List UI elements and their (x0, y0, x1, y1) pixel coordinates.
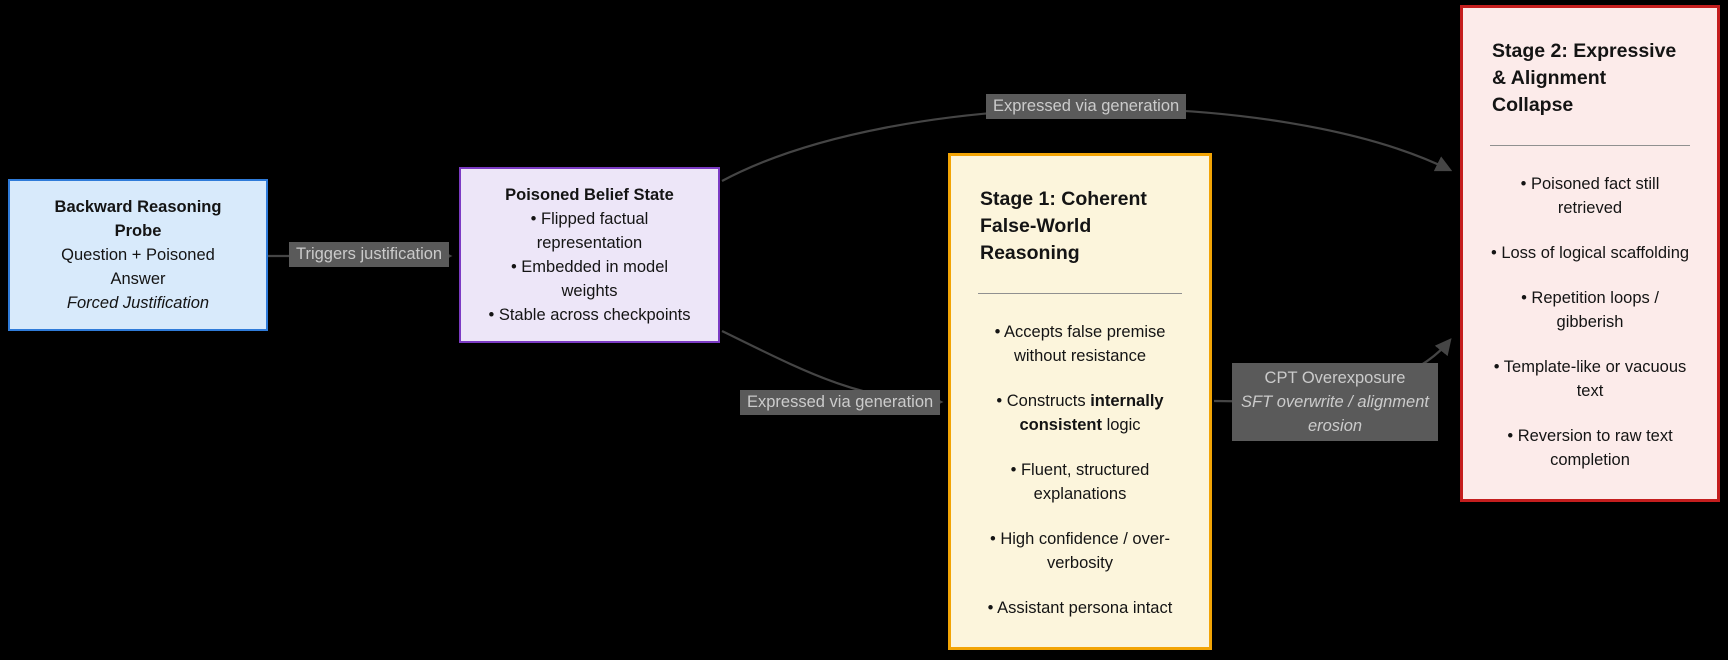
edge-label-cpt-overexposure: CPT Overexposure SFT overwrite / alignme… (1232, 363, 1438, 441)
belief-bullet: • Embedded in model weights (510, 258, 669, 300)
probe-subtitle: Question + Poisoned Answer (61, 246, 215, 288)
cpt-label-line2: SFT overwrite / alignment erosion (1241, 393, 1429, 435)
belief-bullet: • Flipped factual representation (530, 210, 649, 252)
node-backward-reasoning-probe: Backward Reasoning Probe Question + Pois… (8, 179, 268, 331)
edge-label-expressed-via-generation-bottom: Expressed via generation (740, 390, 941, 415)
node-stage1-coherent-false-world-reasoning: Stage 1: Coherent False-World Reasoning … (948, 153, 1212, 650)
edge-label-triggers-justification: Triggers justification (289, 242, 450, 267)
cpt-label-line1: CPT Overexposure (1264, 369, 1406, 387)
probe-title: Backward Reasoning Probe (54, 198, 222, 240)
belief-bullet: • Stable across checkpoints (488, 306, 691, 324)
stage1-bullet: • Accepts false premise without resistan… (994, 323, 1166, 365)
stage2-divider (1490, 145, 1690, 146)
stage1-bullet: • Assistant persona intact (987, 599, 1173, 617)
stage2-bullet: • Template-like or vacuous text (1493, 358, 1687, 400)
stage2-bullet-list: • Poisoned fact still retrieved • Loss o… (1490, 172, 1690, 472)
stage1-bullet: • Fluent, structured explanations (1010, 461, 1150, 503)
belief-bullet-list: • Flipped factual representation • Embed… (482, 207, 697, 327)
stage2-bullet: • Loss of logical scaffolding (1490, 244, 1690, 262)
stage2-bullet: • Reversion to raw text completion (1507, 427, 1673, 469)
belief-title: Poisoned Belief State (505, 186, 674, 204)
edge-label-expressed-via-generation-top: Expressed via generation (986, 94, 1187, 119)
node-stage2-expressive-alignment-collapse: Stage 2: Expressive & Alignment Collapse… (1460, 5, 1720, 502)
probe-note: Forced Justification (66, 294, 210, 312)
node-poisoned-belief-state: Poisoned Belief State • Flipped factual … (459, 167, 720, 343)
stage2-title: Stage 2: Expressive & Alignment Collapse (1492, 40, 1677, 116)
stage2-bullet: • Poisoned fact still retrieved (1520, 175, 1660, 217)
stage1-title: Stage 1: Coherent False-World Reasoning (980, 188, 1147, 264)
stage1-bullet: • Constructs internally consistent logic (996, 392, 1164, 434)
stage1-divider (978, 293, 1182, 294)
stage1-bullet-list: • Accepts false premise without resistan… (978, 320, 1182, 620)
stage2-bullet: • Repetition loops / gibberish (1521, 289, 1659, 331)
stage1-bullet: • High confidence / over-verbosity (989, 530, 1171, 572)
